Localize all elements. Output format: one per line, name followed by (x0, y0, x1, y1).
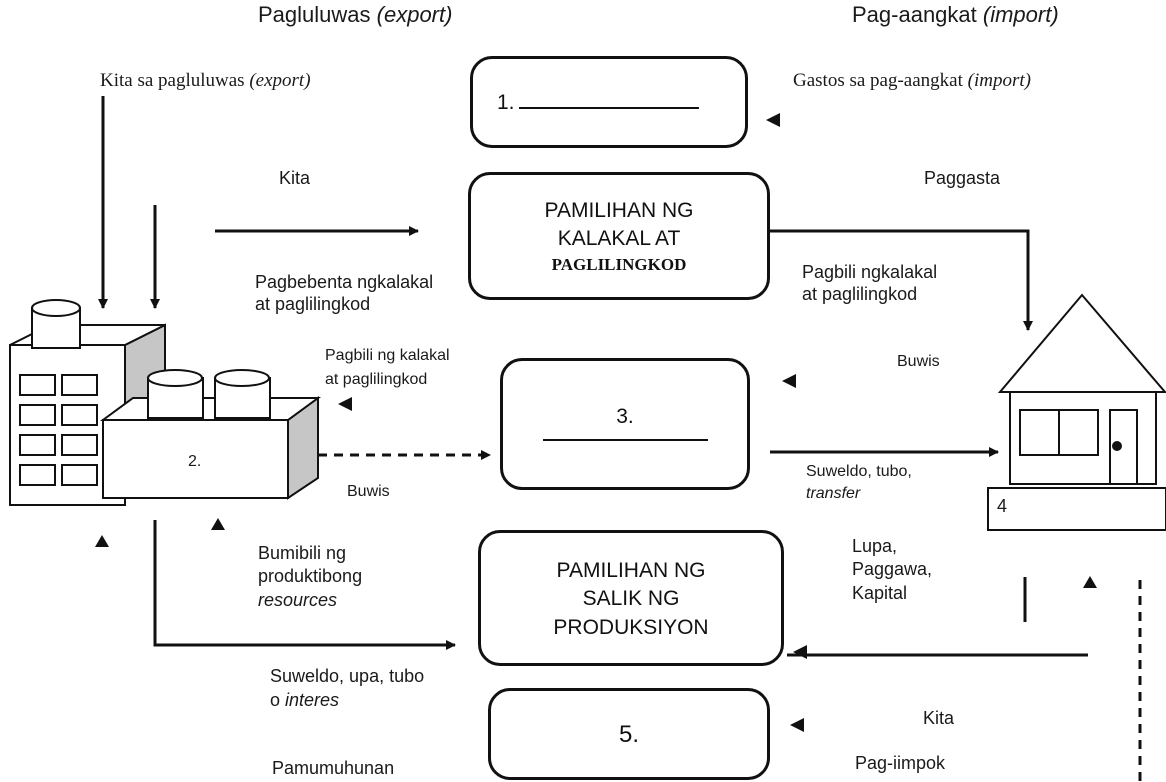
firm-building (9, 299, 322, 506)
header-import-title: Pag-aangkat (852, 2, 977, 27)
label-pagbebenta-line1: Pagbebenta ngkalakal (255, 272, 434, 292)
marker-savings (790, 718, 804, 732)
header-export-term: (export) (376, 2, 453, 27)
label-export-income-text: Kita sa pagluluwas (100, 70, 245, 91)
label-import-expense-text: Gastos sa pag-aangkat (793, 70, 963, 91)
marker-firm-left (95, 535, 109, 547)
header-export: Pagluluwas (export) (258, 2, 452, 28)
label-suweldo-left-o: o (270, 690, 281, 711)
goods-market-line1: PAMILIHAN NG (544, 199, 694, 222)
label-export-income-term: (export) (249, 70, 311, 91)
box-5: 5. (488, 688, 770, 780)
label-pagbili-right: Pagbili ngkalakal at paglilingkod (802, 262, 937, 305)
box-3-blank (542, 437, 708, 442)
label-paggasta: Paggasta (924, 168, 1001, 188)
goods-market-line3: PAGLILINGKOD (551, 254, 687, 274)
marker-factor (793, 645, 807, 659)
label-suweldo-left: Suweldo, upa, tubo o interes (270, 664, 424, 713)
marker-import (766, 113, 780, 127)
box-goods-market: PAMILIHAN NG KALAKAL AT PAGLILINGKOD (468, 172, 770, 300)
label-pagbebenta: Pagbebenta ngkalakal at paglilingkod (255, 272, 433, 315)
box-1-blank (518, 87, 699, 109)
factor-market-line1: PAMILIHAN NG (556, 559, 706, 582)
label-import-expense-term: (import) (967, 70, 1031, 91)
label-suweldo-left-line1: Suweldo, upa, tubo (270, 666, 425, 686)
factor-market-line2: SALIK NG (582, 587, 680, 611)
label-suweldo-right: Suweldo, tubo, transfer (806, 461, 912, 506)
label-pagbili-right-line2: at paglilingkod (802, 283, 918, 304)
label-lupa-line2: Paggawa, (852, 559, 933, 580)
box-5-number: 5. (618, 721, 639, 748)
label-kita-top: Kita (279, 168, 311, 188)
label-pagbili-left-line1: Pagbili ng kalakal (325, 347, 450, 364)
household-number: 4 (997, 496, 1008, 516)
label-buwis-right: Buwis (897, 353, 940, 370)
label-pagbili-left-line2: at paglilingkod (325, 371, 428, 388)
label-suweldo-right-line1: Suweldo, tubo, (806, 463, 912, 480)
label-import-expense: Gastos sa pag-aangkat (import) (793, 70, 1031, 93)
box-3-content: 3. (503, 403, 747, 442)
box-3-number: 3. (616, 405, 634, 428)
label-kita-bottom: Kita (923, 708, 955, 728)
household-house (987, 293, 1166, 531)
firm-number: 2. (188, 453, 202, 470)
marker-buwis-right (782, 374, 796, 388)
label-suweldo-right-line2: transfer (806, 485, 861, 503)
box-3: 3. (500, 358, 750, 490)
spending-arrow (770, 229, 1033, 331)
label-export-income: Kita sa pagluluwas (export) (100, 70, 311, 93)
label-bumibili: Bumibili ng produktibong resources (258, 542, 362, 612)
label-pag-iimpok: Pag-iimpok (855, 753, 946, 773)
label-bumibili-line2: produktibong (258, 566, 363, 587)
label-suweldo-left-line2: o interes (270, 688, 424, 712)
marker-household (1083, 576, 1097, 588)
resources-arrow (153, 520, 456, 650)
header-export-title: Pagluluwas (258, 2, 371, 27)
box-factor-market-text: PAMILIHAN NG SALIK NG PRODUKSIYON (481, 557, 781, 642)
box-1: 1. (470, 56, 748, 148)
label-pagbili-left: Pagbili ng kalakal at paglilingkod (325, 344, 450, 392)
box-1-number: 1. (497, 91, 515, 114)
label-lupa-line3: Kapital (852, 582, 908, 603)
label-buwis-left: Buwis (347, 483, 390, 500)
header-import-term: (import) (982, 2, 1059, 27)
label-bumibili-line3: resources (258, 589, 338, 610)
label-lupa: Lupa, Paggawa, Kapital (852, 535, 932, 605)
goods-market-line2: KALAKAL AT (557, 227, 681, 251)
box-goods-market-text: PAMILIHAN NG KALAKAL AT PAGLILINGKOD (471, 197, 767, 277)
box-1-content: 1. (473, 87, 745, 117)
label-pamumuhunan: Pamumuhunan (272, 758, 395, 778)
label-pagbili-right-line1: Pagbili ngkalakal (802, 262, 938, 282)
factor-market-line3: PRODUKSIYON (553, 615, 709, 639)
label-suweldo-left-term: interes (285, 690, 340, 711)
label-pagbebenta-line2: at paglilingkod (255, 293, 371, 314)
label-lupa-line1: Lupa, (852, 536, 898, 556)
header-import: Pag-aangkat (import) (852, 2, 1059, 28)
box-factor-market: PAMILIHAN NG SALIK NG PRODUKSIYON (478, 530, 784, 666)
marker-firm-mid (211, 518, 225, 530)
label-bumibili-line1: Bumibili ng (258, 543, 347, 563)
marker-pagbili-left (338, 397, 352, 411)
